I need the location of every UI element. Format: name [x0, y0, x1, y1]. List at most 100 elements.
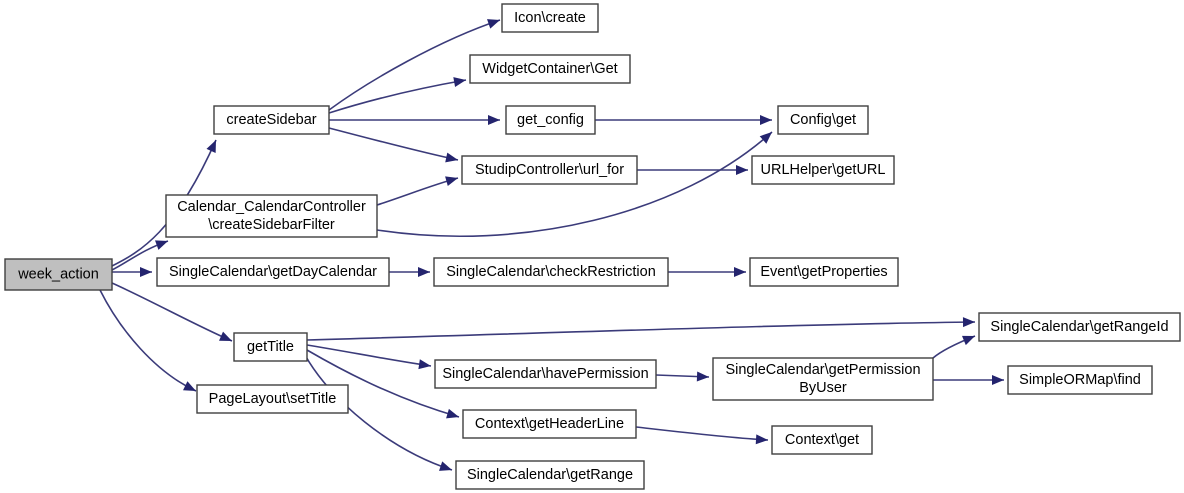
graph-node-week_action[interactable]: week_action [4, 258, 113, 291]
arrow-head-icon [445, 152, 458, 163]
node-label-icon_create: Icon\create [514, 10, 586, 26]
edge-createSidebar-to-widgetcontainer_get [328, 77, 467, 114]
node-label-getTitle: getTitle [247, 339, 294, 355]
edge-getTitle-to-singlecalendar_getrangeid [306, 317, 976, 341]
graph-node-get_config[interactable]: get_config [505, 105, 596, 135]
arrow-head-icon [736, 165, 748, 175]
node-box-getTitle[interactable] [233, 332, 308, 362]
node-box-icon_create[interactable] [501, 3, 599, 33]
graph-node-studipcontroller_url_for[interactable]: StudipController\url_for [461, 155, 638, 185]
node-label-week_action: week_action [17, 266, 99, 282]
node-box-config_get[interactable] [777, 105, 869, 135]
arrow-head-icon [219, 331, 232, 341]
arrow-head-icon [446, 408, 459, 419]
graph-node-widgetcontainer_get[interactable]: WidgetContainer\Get [469, 54, 631, 84]
node-label-calendar_createsidebarfilter: \createSidebarFilter [208, 217, 335, 233]
arrow-head-icon [696, 371, 709, 382]
arrow-head-icon [992, 375, 1004, 385]
node-label-event_getproperties: Event\getProperties [760, 264, 887, 280]
edge-getTitle-to-context_getheaderline [306, 349, 460, 419]
edge-getTitle-to-singlecalendar_havepermission [306, 344, 432, 370]
node-box-urlhelper_geturl[interactable] [751, 155, 895, 185]
arrow-head-icon [445, 176, 458, 187]
graph-node-singlecalendar_havepermission[interactable]: SingleCalendar\havePermission [434, 359, 657, 389]
graph-node-icon_create[interactable]: Icon\create [501, 3, 599, 33]
edge-week_action-to-pagelayout_settitle [99, 289, 197, 392]
node-box-simpleormap_find[interactable] [1007, 365, 1153, 395]
graph-node-calendar_createsidebarfilter[interactable]: Calendar_CalendarController \createSideba… [165, 194, 378, 238]
edge-week_action-to-calendar_createsidebarfilter [111, 240, 169, 271]
node-box-widgetcontainer_get[interactable] [469, 54, 631, 84]
arrow-head-icon [206, 140, 216, 153]
arrow-head-icon [759, 132, 772, 144]
node-label-urlhelper_geturl: URLHelper\getURL [761, 162, 886, 178]
node-label-get_config: get_config [517, 112, 584, 128]
node-box-singlecalendar_getrange[interactable] [455, 460, 645, 490]
node-box-context_get[interactable] [771, 425, 873, 455]
node-box-createSidebar[interactable] [213, 105, 330, 135]
edge-week_action-to-createSidebar [111, 139, 217, 267]
node-box-studipcontroller_url_for[interactable] [461, 155, 638, 185]
graph-node-context_get[interactable]: Context\get [771, 425, 873, 455]
graph-node-singlecalendar_checkrestriction[interactable]: SingleCalendar\checkRestriction [433, 257, 669, 287]
node-label-studipcontroller_url_for: StudipController\url_for [475, 162, 624, 178]
node-box-week_action[interactable] [4, 258, 113, 291]
node-box-calendar_createsidebarfilter[interactable] [165, 194, 378, 238]
graph-node-singlecalendar_getrange[interactable]: SingleCalendar\getRange [455, 460, 645, 490]
edge-week_action-to-getTitle [111, 282, 233, 342]
edge-singlecalendar_getpermissionbyuser-to-simpleormap_find [933, 375, 1004, 385]
node-box-event_getproperties[interactable] [749, 257, 899, 287]
arrow-head-icon [439, 461, 452, 471]
node-label-widgetcontainer_get: WidgetContainer\Get [482, 61, 617, 77]
node-box-get_config[interactable] [505, 105, 596, 135]
graph-node-config_get[interactable]: Config\get [777, 105, 869, 135]
node-label-calendar_createsidebarfilter: Calendar_CalendarController [177, 199, 366, 215]
arrow-head-icon [487, 19, 500, 29]
node-label-singlecalendar_havepermission: SingleCalendar\havePermission [442, 366, 648, 382]
edge-week_action-to-singlecalendar_getdaycalendar [112, 267, 152, 277]
arrow-head-icon [962, 317, 975, 328]
edge-calendar_createsidebarfilter-to-studipcontroller_url_for [376, 176, 459, 206]
arrow-head-icon [488, 115, 500, 125]
graph-node-simpleormap_find[interactable]: SimpleORMap\find [1007, 365, 1153, 395]
edge-context_getheaderline-to-context_get [635, 426, 769, 445]
node-label-singlecalendar_checkrestriction: SingleCalendar\checkRestriction [446, 264, 656, 280]
graph-node-singlecalendar_getdaycalendar[interactable]: SingleCalendar\getDayCalendar [156, 257, 390, 287]
graph-node-singlecalendar_getrangeid[interactable]: SingleCalendar\getRangeId [978, 312, 1181, 342]
arrow-head-icon [418, 359, 431, 370]
node-label-createSidebar: createSidebar [226, 112, 316, 128]
arrow-head-icon [962, 335, 975, 346]
graph-node-event_getproperties[interactable]: Event\getProperties [749, 257, 899, 287]
node-box-pagelayout_settitle[interactable] [196, 384, 349, 414]
arrow-head-icon [155, 240, 168, 250]
edge-createSidebar-to-studipcontroller_url_for [328, 127, 459, 163]
node-box-singlecalendar_getrangeid[interactable] [978, 312, 1181, 342]
edge-calendar_createsidebarfilter-to-config_get [376, 131, 773, 238]
node-box-context_getheaderline[interactable] [462, 409, 637, 439]
graph-node-createSidebar[interactable]: createSidebar [213, 105, 330, 135]
arrow-head-icon [140, 267, 152, 277]
edge-singlecalendar_havepermission-to-singlecalendar_getpermissionbyuser [655, 371, 710, 382]
graph-node-pagelayout_settitle[interactable]: PageLayout\setTitle [196, 384, 349, 414]
edge-layer [99, 19, 1004, 471]
arrow-head-icon [760, 115, 772, 125]
node-box-singlecalendar_getdaycalendar[interactable] [156, 257, 390, 287]
graph-node-context_getheaderline[interactable]: Context\getHeaderLine [462, 409, 637, 439]
node-box-singlecalendar_getpermissionbyuser[interactable] [712, 357, 934, 401]
node-box-singlecalendar_checkrestriction[interactable] [433, 257, 669, 287]
node-label-config_get: Config\get [790, 112, 856, 128]
arrow-head-icon [453, 77, 466, 88]
node-box-singlecalendar_havepermission[interactable] [434, 359, 657, 389]
edge-studipcontroller_url_for-to-urlhelper_geturl [637, 165, 748, 175]
arrow-head-icon [183, 381, 196, 391]
node-layer: week_action createSidebar Icon\createWidge… [4, 3, 1181, 490]
edge-createSidebar-to-icon_create [328, 19, 501, 111]
edge-singlecalendar_getpermissionbyuser-to-singlecalendar_getrangeid [932, 335, 976, 359]
node-label-singlecalendar_getpermissionbyuser: ByUser [799, 380, 847, 396]
node-label-pagelayout_settitle: PageLayout\setTitle [209, 391, 337, 407]
graph-node-getTitle[interactable]: getTitle [233, 332, 308, 362]
graph-node-urlhelper_geturl[interactable]: URLHelper\getURL [751, 155, 895, 185]
